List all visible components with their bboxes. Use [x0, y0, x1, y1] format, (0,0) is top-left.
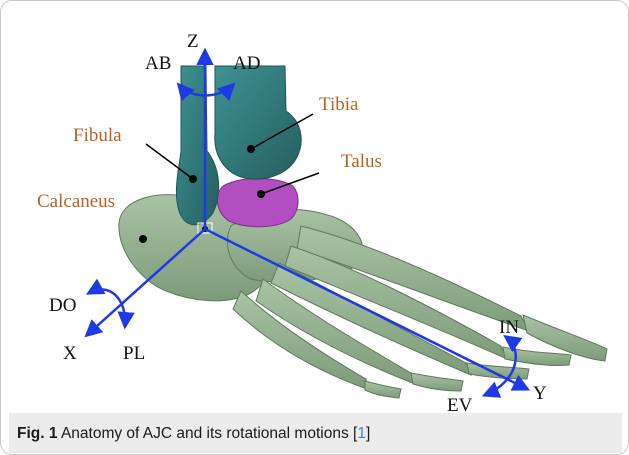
talus-label: Talus [341, 151, 382, 172]
do-label: DO [49, 295, 76, 316]
calcaneus-leader-dot [139, 235, 147, 243]
caption-reference-link[interactable]: 1 [357, 425, 366, 442]
tibia-leader-dot [247, 145, 255, 153]
do-pl-rotation-arc [89, 289, 125, 326]
tibia-bone [215, 66, 301, 179]
ev-label: EV [447, 395, 473, 413]
z-axis-label: Z [187, 31, 199, 52]
tibia-label: Tibia [319, 94, 359, 115]
fibula-label: Fibula [73, 125, 122, 146]
pl-label: PL [123, 343, 145, 364]
caption-ref-close: ] [366, 425, 370, 442]
caption-fig-label: Fig. 1 [17, 425, 57, 442]
phalanx-2 [503, 347, 571, 366]
calcaneus-label: Calcaneus [37, 191, 115, 212]
phalanx-5 [365, 381, 401, 398]
ankle-joint-diagram: Tibia Fibula Talus Calcaneus Z AB AD DO … [1, 1, 629, 413]
foot-skeleton [119, 195, 607, 398]
y-axis-label: Y [533, 383, 547, 404]
caption-text: Anatomy of AJC and its rotational motion… [61, 425, 349, 442]
x-axis-label: X [63, 343, 77, 364]
fibula-leader-dot [189, 175, 197, 183]
figure-caption: Fig. 1 Anatomy of AJC and its rotational… [17, 425, 370, 443]
in-label: IN [499, 317, 519, 338]
ad-label: AD [233, 53, 260, 74]
ab-label: AB [145, 53, 171, 74]
phalanx-4 [411, 373, 463, 391]
phalanx-3 [467, 363, 529, 379]
talus-leader-dot [257, 190, 265, 198]
